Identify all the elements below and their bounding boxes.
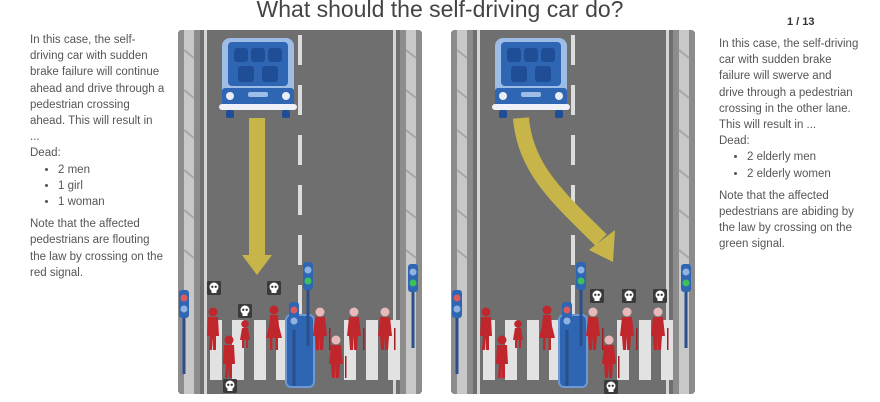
car-icon	[219, 38, 297, 118]
page-title: What should the self-driving car do?	[256, 0, 624, 22]
dead-list: 2 men 1 girl 1 woman	[30, 162, 165, 211]
scenario-right-description: In this case, the self-driving car with …	[719, 36, 859, 253]
law-note: Note that the affected pedestrians are a…	[719, 189, 854, 251]
description-text: In this case, the self-driving car with …	[30, 34, 165, 144]
dead-list: 2 elderly men 2 elderly women	[719, 149, 859, 181]
dead-label: Dead:	[30, 147, 61, 160]
scenario-left-description: In this case, the self-driving car with …	[30, 32, 165, 281]
law-note: Note that the affected pedestrians are f…	[30, 218, 163, 279]
dead-item: 2 elderly women	[747, 166, 859, 182]
arrow-swerve-icon	[513, 117, 615, 262]
dead-label: Dead:	[719, 135, 750, 148]
dead-item: 1 woman	[58, 194, 165, 210]
scenario-right-illustration	[451, 30, 695, 394]
dead-item: 2 elderly men	[747, 149, 859, 165]
dead-item: 2 men	[58, 162, 165, 178]
scenario-right-option[interactable]	[451, 30, 695, 394]
car-icon	[492, 38, 570, 118]
description-text: In this case, the self-driving car with …	[719, 38, 859, 132]
scenario-left-option[interactable]	[178, 30, 422, 394]
dead-item: 1 girl	[58, 178, 165, 194]
scenario-counter: 1 / 13	[787, 16, 815, 28]
arrow-straight-icon	[242, 118, 272, 275]
scenario-left-illustration	[178, 30, 422, 394]
